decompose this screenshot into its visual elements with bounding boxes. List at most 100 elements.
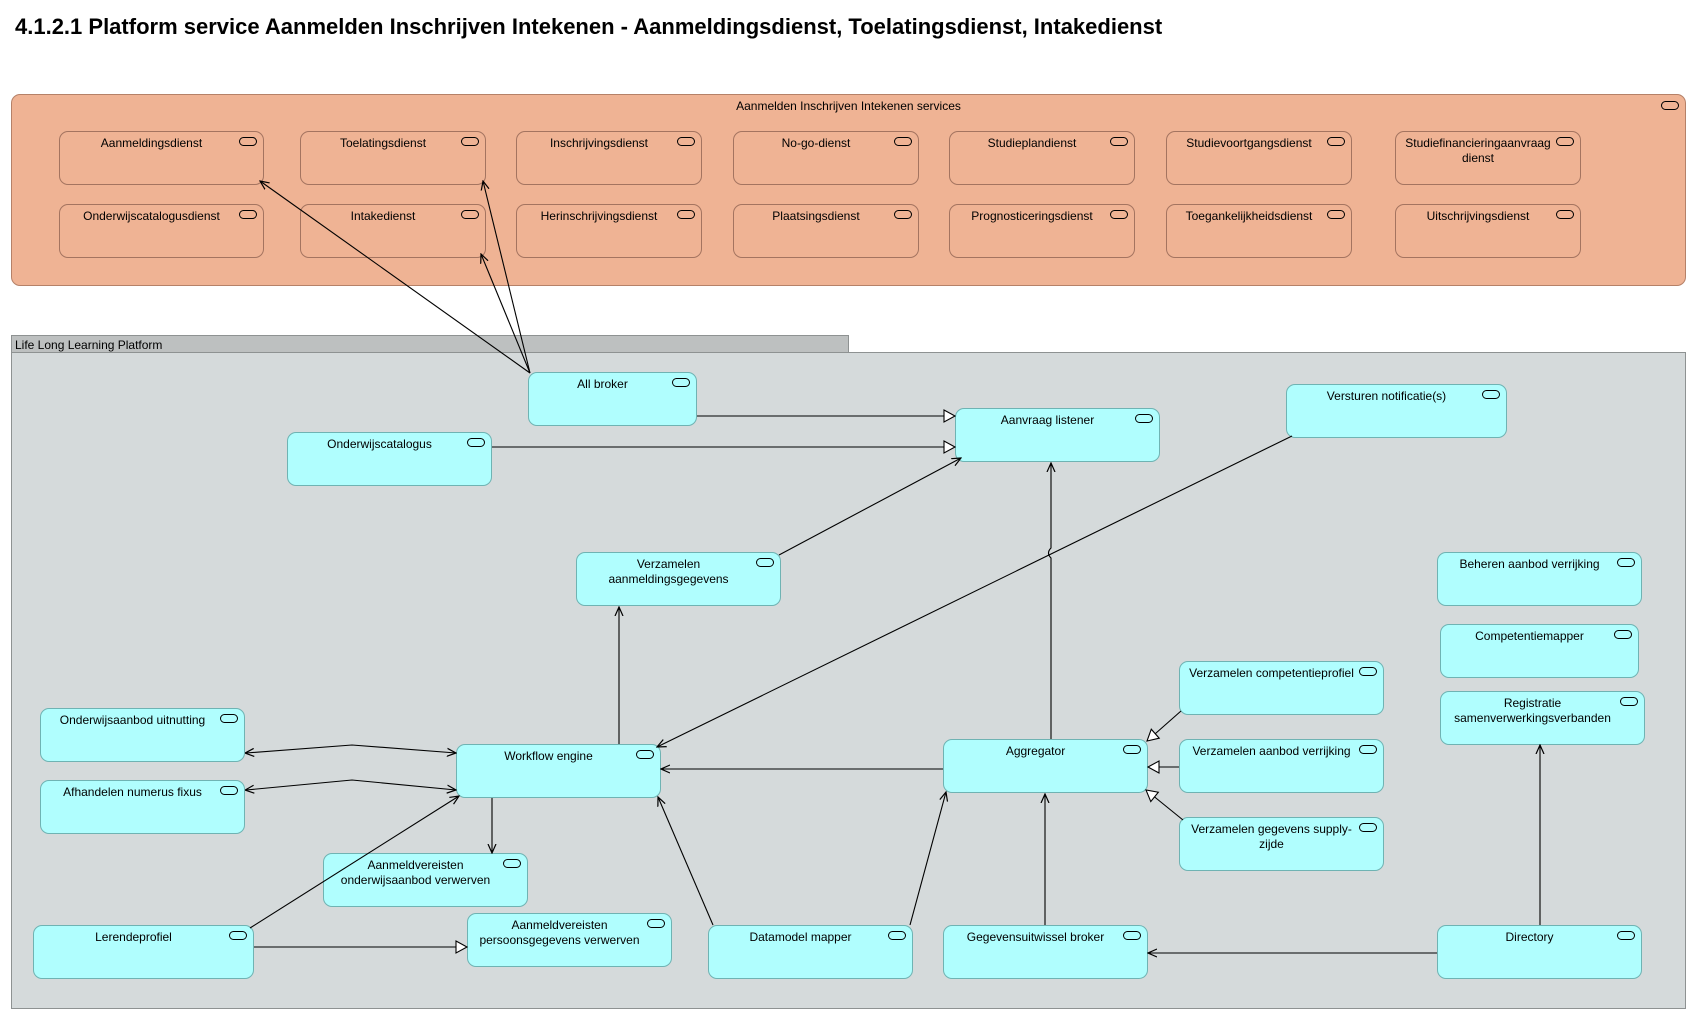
application-service-icon bbox=[1617, 931, 1635, 940]
application-service-icon bbox=[461, 137, 479, 146]
component-beheren-aanbod-verrijking[interactable]: Beheren aanbod verrijking bbox=[1437, 552, 1642, 606]
node-label: Verzamelen gegevens supply-zijde bbox=[1191, 822, 1352, 851]
node-label: Gegevensuitwissel broker bbox=[966, 930, 1105, 944]
component-aanmeldvereisten-onderwijsaanbod[interactable]: Aanmeldvereisten onderwijsaanbod verwerv… bbox=[323, 853, 528, 907]
service-onderwijscatalogusdienst[interactable]: Onderwijscatalogusdienst bbox=[59, 204, 264, 258]
service-prognosticeringsdienst[interactable]: Prognosticeringsdienst bbox=[949, 204, 1135, 258]
connector-aggregator-aanvraaglistener bbox=[1049, 463, 1052, 739]
application-service-icon bbox=[1110, 137, 1128, 146]
node-label: Onderwijscatalogus bbox=[327, 437, 432, 451]
node-label: Onderwijscatalogusdienst bbox=[83, 209, 220, 223]
application-service-icon bbox=[1327, 210, 1345, 219]
application-service-icon bbox=[229, 931, 247, 940]
connector-allbroker-aanmeldingsdienst bbox=[260, 181, 531, 374]
application-service-icon bbox=[1123, 931, 1141, 940]
component-versturen-notificatie[interactable]: Versturen notificatie(s) bbox=[1286, 384, 1507, 438]
services-group-label: Aanmelden Inschrijven Intekenen services bbox=[736, 99, 961, 113]
connector-workflow-onderwijsaanbod bbox=[246, 744, 456, 753]
application-service-icon bbox=[672, 378, 690, 387]
component-verzamelen-competentieprofiel[interactable]: Verzamelen competentieprofiel bbox=[1179, 661, 1384, 715]
connector-competentieprofiel-aggregator bbox=[1146, 710, 1182, 742]
service-toegankelijkheidsdienst[interactable]: Toegankelijkheidsdienst bbox=[1166, 204, 1352, 258]
component-verzamelen-aanmeldingsgegevens[interactable]: Verzamelen aanmeldingsgegevens bbox=[576, 552, 781, 606]
component-workflow-engine[interactable]: Workflow engine bbox=[456, 744, 661, 798]
component-gegevensuitwissel-broker[interactable]: Gegevensuitwissel broker bbox=[943, 925, 1148, 979]
component-aggregator[interactable]: Aggregator bbox=[943, 739, 1148, 793]
connector-allbroker-intakedienst bbox=[481, 254, 531, 374]
service-studiefinanciering[interactable]: Studiefinancieringaanvraagdienst bbox=[1395, 131, 1581, 185]
application-service-icon bbox=[1482, 390, 1500, 399]
application-service-icon bbox=[1617, 558, 1635, 567]
node-label: Versturen notificatie(s) bbox=[1326, 389, 1447, 403]
application-service-icon bbox=[220, 714, 238, 723]
component-registratie-samenwerkingsverbanden[interactable]: Registratie samenverwerkingsverbanden bbox=[1440, 691, 1645, 745]
application-service-icon bbox=[1359, 823, 1377, 832]
component-aanmeldvereisten-persoonsgegevens[interactable]: Aanmeldvereisten persoonsgegevens verwer… bbox=[467, 913, 672, 967]
node-label: Beheren aanbod verrijking bbox=[1459, 557, 1600, 571]
component-verzamelen-gegevens-supply[interactable]: Verzamelen gegevens supply-zijde bbox=[1179, 817, 1384, 871]
component-competentiemapper[interactable]: Competentiemapper bbox=[1440, 624, 1639, 678]
connector-workflow-numerusfixus bbox=[246, 779, 456, 790]
node-label: Verzamelen competentieprofiel bbox=[1189, 666, 1354, 680]
node-label: Aanmeldvereisten persoonsgegevens verwer… bbox=[479, 918, 640, 947]
application-service-icon bbox=[647, 919, 665, 928]
component-datamodel-mapper[interactable]: Datamodel mapper bbox=[708, 925, 913, 979]
node-label: Afhandelen numerus fixus bbox=[63, 785, 202, 799]
connector-datamodel-aggregator bbox=[909, 792, 946, 926]
node-label: Prognosticeringsdienst bbox=[971, 209, 1093, 223]
application-service-icon bbox=[1359, 745, 1377, 754]
node-label: No-go-dienst bbox=[781, 136, 851, 150]
connector-lerendeprofiel-workflow bbox=[249, 796, 459, 929]
service-herinschrijvingsdienst[interactable]: Herinschrijvingsdienst bbox=[516, 204, 702, 258]
service-plaatsingsdienst[interactable]: Plaatsingsdienst bbox=[733, 204, 919, 258]
application-service-icon bbox=[467, 438, 485, 447]
component-lerendeprofiel[interactable]: Lerendeprofiel bbox=[33, 925, 254, 979]
connector-verzamelen-aanvraaglistener bbox=[778, 458, 961, 556]
component-verzamelen-aanbod-verrijking[interactable]: Verzamelen aanbod verrijking bbox=[1179, 739, 1384, 793]
service-nogodienst[interactable]: No-go-dienst bbox=[733, 131, 919, 185]
node-label: Workflow engine bbox=[504, 749, 593, 763]
service-inschrijvingsdienst[interactable]: Inschrijvingsdienst bbox=[516, 131, 702, 185]
service-aanmeldingsdienst[interactable]: Aanmeldingsdienst bbox=[59, 131, 264, 185]
application-service-icon bbox=[503, 859, 521, 868]
application-service-icon bbox=[1614, 630, 1632, 639]
node-label: Uitschrijvingsdienst bbox=[1426, 209, 1530, 223]
node-label: All broker bbox=[577, 377, 628, 391]
node-label: Aanmeldingsdienst bbox=[100, 136, 203, 150]
component-aanvraag-listener[interactable]: Aanvraag listener bbox=[955, 408, 1160, 462]
application-service-icon bbox=[677, 210, 695, 219]
service-studieplandienst[interactable]: Studieplandienst bbox=[949, 131, 1135, 185]
connector-allbroker-toelatingsdienst bbox=[483, 181, 531, 374]
node-label: Competentiemapper bbox=[1475, 629, 1584, 643]
node-label: Studiefinancieringaanvraagdienst bbox=[1405, 136, 1551, 165]
service-uitschrijvingsdienst[interactable]: Uitschrijvingsdienst bbox=[1395, 204, 1581, 258]
node-label: Toelatingsdienst bbox=[339, 136, 427, 150]
application-service-icon bbox=[1556, 137, 1574, 146]
application-service-icon bbox=[1620, 697, 1638, 706]
application-service-icon bbox=[220, 786, 238, 795]
node-label: Studievoortgangsdienst bbox=[1186, 136, 1312, 150]
service-studievoortgangsdienst[interactable]: Studievoortgangsdienst bbox=[1166, 131, 1352, 185]
application-service-icon bbox=[1327, 137, 1345, 146]
application-service-icon bbox=[894, 210, 912, 219]
node-label: Plaatsingsdienst bbox=[772, 209, 860, 223]
node-label: Datamodel mapper bbox=[749, 930, 852, 944]
component-directory[interactable]: Directory bbox=[1437, 925, 1642, 979]
service-toelatingsdienst[interactable]: Toelatingsdienst bbox=[300, 131, 486, 185]
node-label: Verzamelen aanbod verrijking bbox=[1192, 744, 1351, 758]
connector-supply-aggregator bbox=[1145, 789, 1184, 821]
component-afhandelen-numerus-fixus[interactable]: Afhandelen numerus fixus bbox=[40, 780, 245, 834]
component-all-broker[interactable]: All broker bbox=[528, 372, 697, 426]
component-onderwijsaanbod-uitnutting[interactable]: Onderwijsaanbod uitnutting bbox=[40, 708, 245, 762]
connector-datamodel-workflow bbox=[658, 797, 714, 926]
application-service-icon bbox=[636, 750, 654, 759]
service-intakedienst[interactable]: Intakedienst bbox=[300, 204, 486, 258]
node-label: Onderwijsaanbod uitnutting bbox=[59, 713, 206, 727]
component-onderwijscatalogus[interactable]: Onderwijscatalogus bbox=[287, 432, 492, 486]
node-label: Aanmeldvereisten onderwijsaanbod verwerv… bbox=[340, 858, 491, 887]
application-service-icon bbox=[239, 137, 257, 146]
node-label: Aanvraag listener bbox=[1000, 413, 1095, 427]
node-label: Aggregator bbox=[1005, 744, 1066, 758]
application-service-icon bbox=[1556, 210, 1574, 219]
